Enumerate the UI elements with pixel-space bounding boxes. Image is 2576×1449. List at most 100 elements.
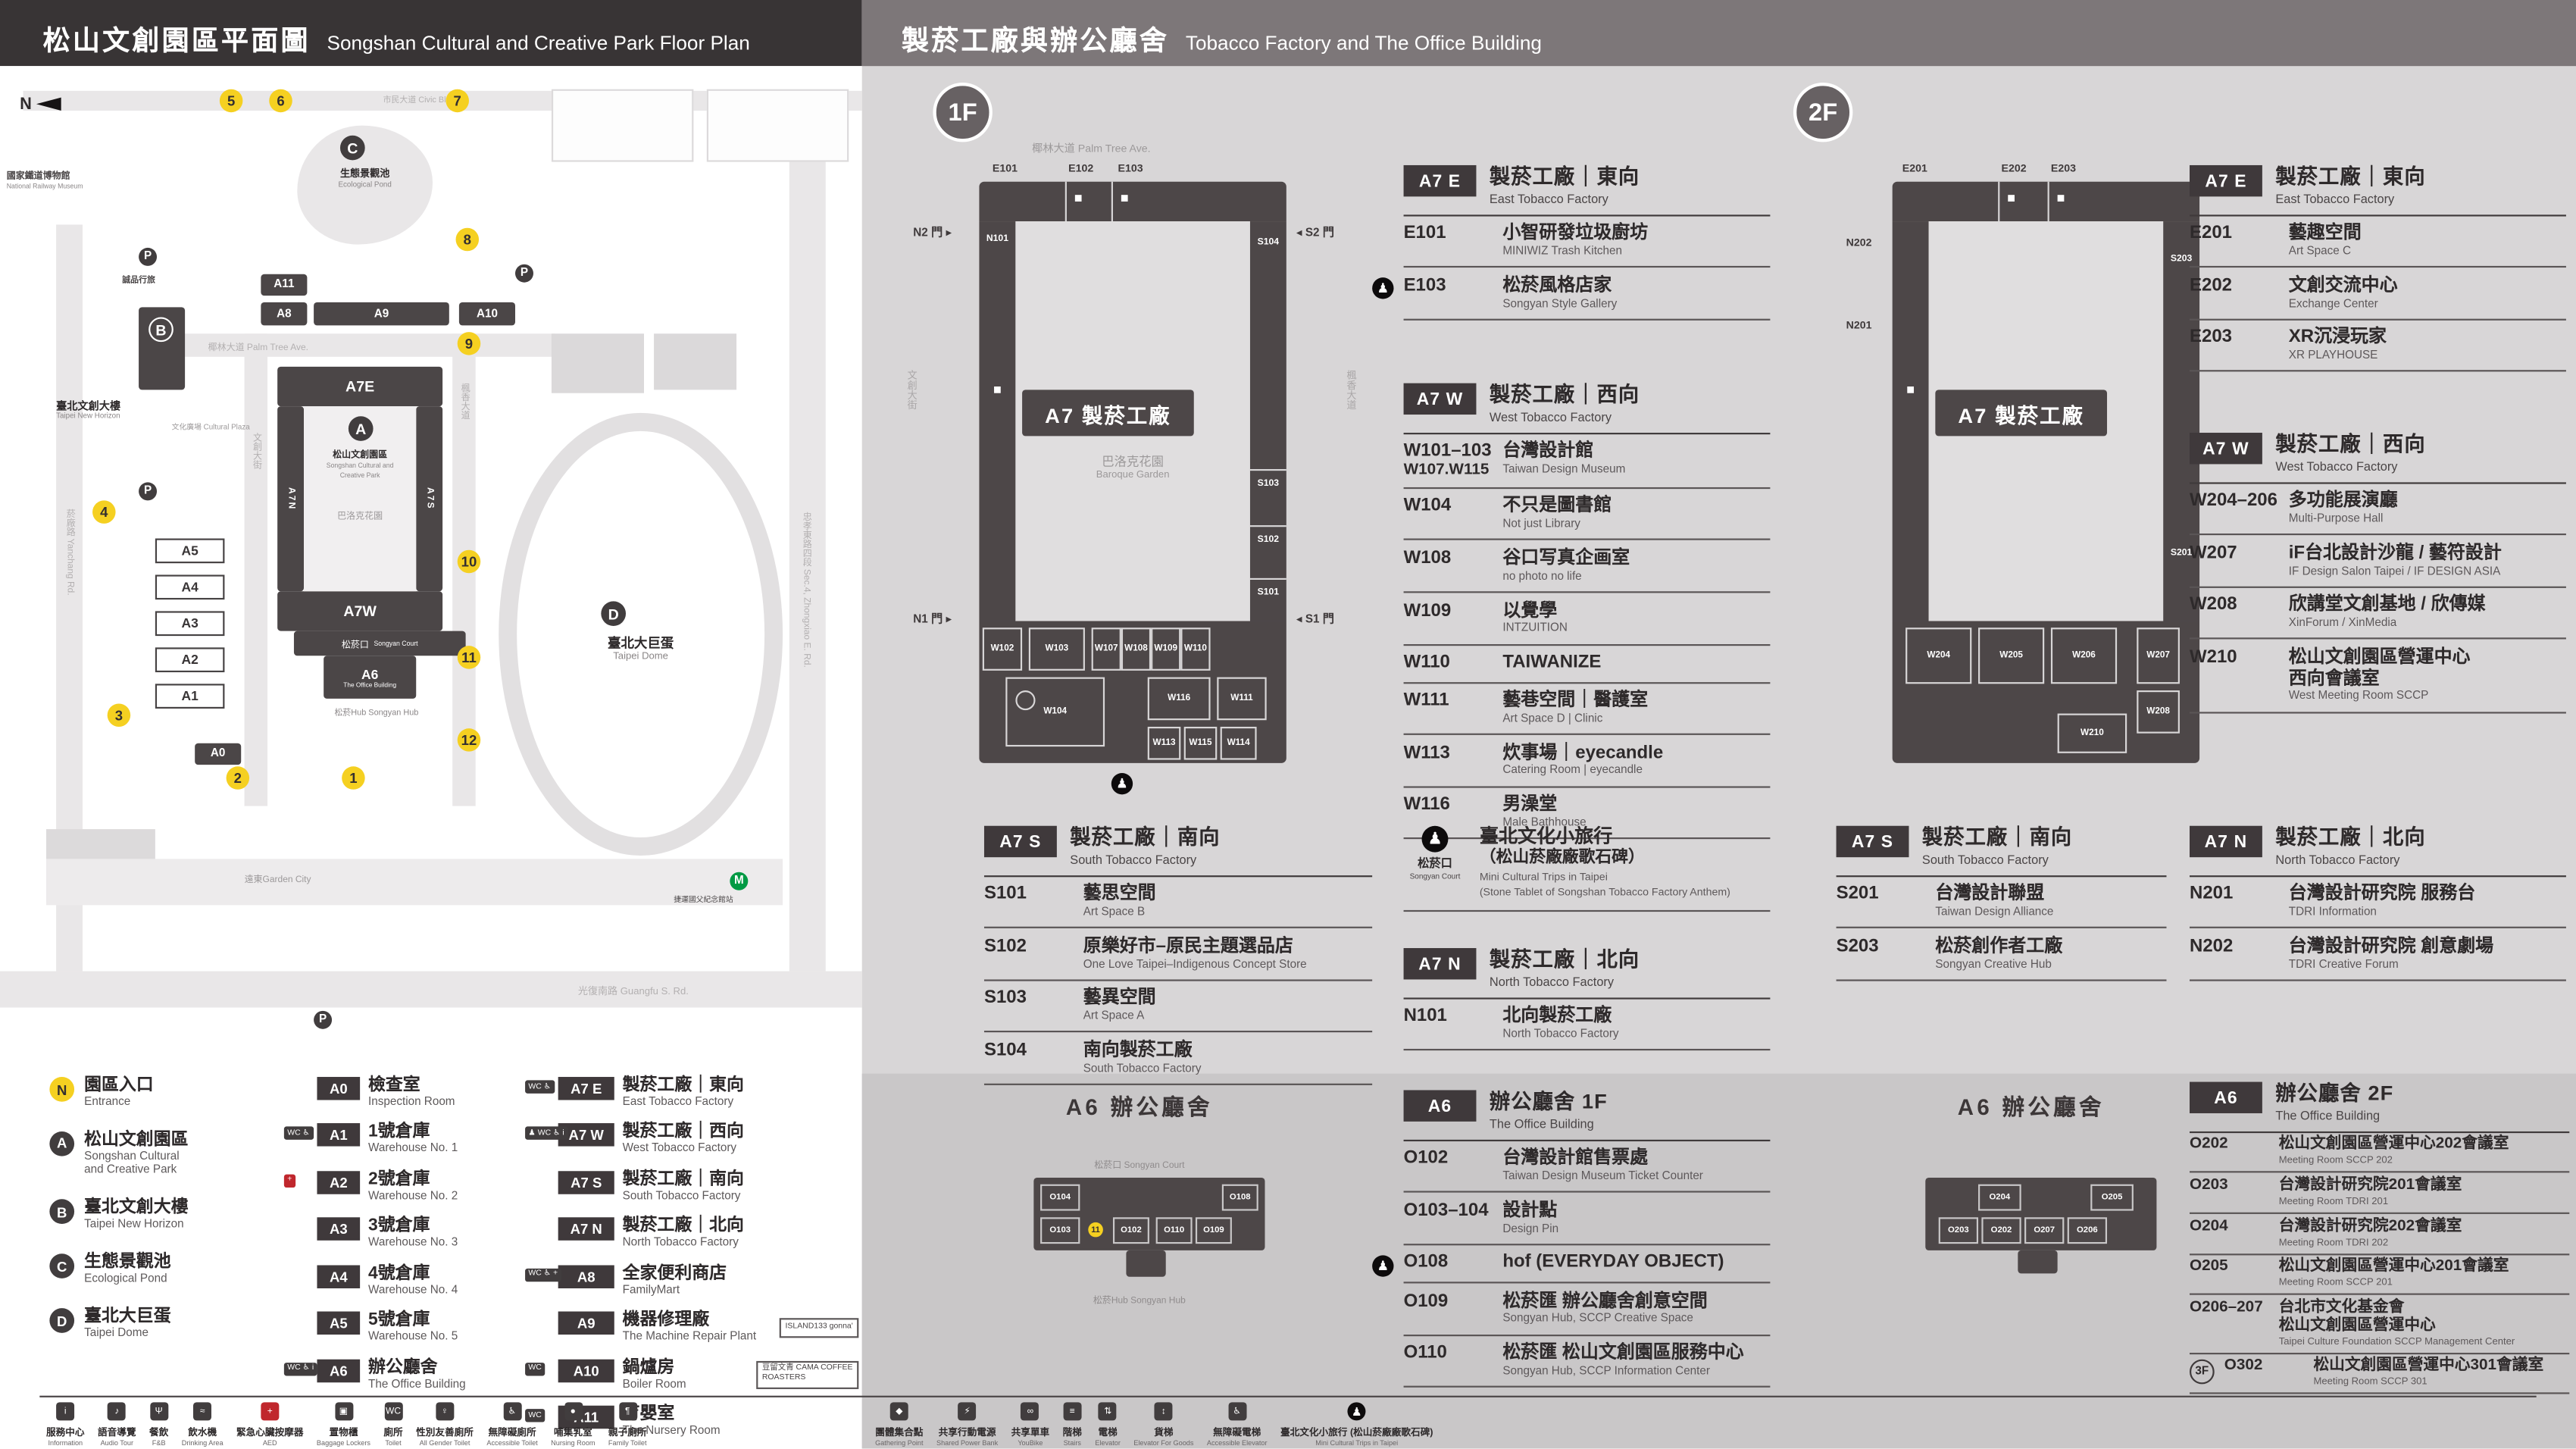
building-code-badge: A6 xyxy=(317,1359,361,1383)
room-o203: O203 xyxy=(1938,1217,1979,1244)
room-s203: S203 xyxy=(2170,254,2193,264)
legend-item: A5 5號倉庫 Warehouse No. 5 xyxy=(317,1310,551,1345)
road-label-maple-ave: 楓香大道 xyxy=(458,383,469,420)
room-o204: O204 xyxy=(1978,1184,2021,1211)
songyan-court-stop-icon: ♟ xyxy=(1111,772,1133,795)
floor-badge: 3F xyxy=(2189,1360,2215,1385)
room-code: E201 xyxy=(2189,224,2233,244)
a6-building-shape xyxy=(1925,1177,2157,1250)
dome-label-en: Taipei Dome xyxy=(613,652,668,662)
legend-en: Ecological Pond xyxy=(84,1273,167,1285)
room-e202: E202 xyxy=(2001,163,2027,176)
room-code: S103 xyxy=(983,988,1027,1009)
legend-a-buildings: A0 檢查室 Inspection Room WC ♿ A1 1號倉庫 Ware… xyxy=(283,1075,551,1405)
wing-east xyxy=(1892,181,2200,222)
legend-text: 臺北大巨蛋 Taipei Dome xyxy=(84,1307,170,1342)
footer-legend-item: + 緊急心臟按摩器 AED xyxy=(236,1402,303,1448)
legend-text: 製菸工廠｜北向 North Tobacco Factory xyxy=(623,1216,744,1251)
legend-en: Warehouse No. 4 xyxy=(368,1284,458,1296)
right-title-zh: 製菸工廠與辦公廳舍 xyxy=(901,26,1170,57)
room-code: W116 xyxy=(1403,794,1450,815)
facility-icons: ♟ WC ♿ i xyxy=(525,1127,567,1141)
entrance-8: 8 xyxy=(455,227,480,252)
building-a10: A10 xyxy=(458,302,515,326)
trip-stop-icon: ♟ xyxy=(1372,278,1394,300)
legend-en: Songshan Cultural xyxy=(84,1150,180,1163)
baroque-garden-label: 巴洛克花園 xyxy=(337,512,383,522)
room-w108: W108 xyxy=(1121,627,1152,671)
section-title-en: The Office Building xyxy=(1489,1116,1594,1131)
room-o202: O202 xyxy=(1981,1217,2021,1244)
room-w107: W107 xyxy=(1091,627,1121,671)
footer-item-zh: 哺集乳室 xyxy=(554,1428,592,1438)
right-header: 製菸工廠與辦公廳舍 Tobacco Factory and The Office… xyxy=(861,0,2576,67)
factory-panel: 製菸工廠與辦公廳舍 Tobacco Factory and The Office… xyxy=(861,0,2576,1449)
entrance-6: 6 xyxy=(269,89,292,113)
room-w102: W102 xyxy=(982,627,1023,671)
map-legend: N 園區入口 Entrance A 松山文創園區 Songshan Cultur… xyxy=(0,1066,862,1437)
songyan-court-en: Songyan Court xyxy=(374,639,418,648)
building-code-badge: A10 xyxy=(558,1359,614,1383)
wing-north xyxy=(1892,221,1929,621)
parking-icon: P xyxy=(139,482,158,501)
section-title-zh: 製菸工廠｜北向 xyxy=(1489,948,1640,972)
tenant-tag: ISLAND133 gonna' xyxy=(779,1318,859,1338)
building-a3: A3 xyxy=(155,611,225,637)
legend-en: The Machine Repair Plant xyxy=(622,1331,757,1343)
entrance-11: 11 xyxy=(457,646,481,669)
north-label: N xyxy=(20,95,32,114)
legend-item: WC ♿ A7 E 製菸工廠｜東向 East Tobacco Factory xyxy=(525,1075,859,1110)
building-code-badge: A4 xyxy=(317,1265,361,1288)
room-w115: W115 xyxy=(1183,726,1218,760)
gate-s1: ◂ S1 門 xyxy=(1296,614,1334,627)
room-o110: O110 xyxy=(1155,1217,1193,1244)
legend-en: Taipei New Horizon xyxy=(84,1219,184,1231)
tenant-tag: 豆留文青 CAMA COFFEE ROASTERS xyxy=(756,1360,859,1390)
section-title-en: West Tobacco Factory xyxy=(2275,458,2398,474)
facility-icons: WC xyxy=(525,1362,546,1376)
footer-item-en: Stairs xyxy=(1063,1438,1081,1447)
footer-item-zh: 階梯 xyxy=(1062,1428,1082,1438)
room-code: S104 xyxy=(983,1041,1027,1061)
room-e201: E201 xyxy=(1902,163,1927,176)
footer-legend-item: ♪ 語音導覽 Audio Tour xyxy=(98,1402,136,1448)
walking-person-icon: ♟ xyxy=(1421,825,1449,853)
legend-zh: 製菸工廠｜東向 xyxy=(622,1075,744,1095)
garden-city-label: 遠東Garden City xyxy=(244,875,311,886)
facility-icons: + xyxy=(283,1174,295,1188)
legend-zh: 製菸工廠｜北向 xyxy=(622,1216,744,1237)
legend-text: 5號倉庫 Warehouse No. 5 xyxy=(368,1310,458,1345)
legend-text: 育嬰室 The Nursery Room xyxy=(623,1404,721,1439)
footer-facility-legend: i 服務中心 Information ♪ 語音導覽 Audio Tour Ψ 餐… xyxy=(46,1402,647,1448)
room-o109: O109 xyxy=(1195,1217,1232,1244)
legend-text: 2號倉庫 Warehouse No. 2 xyxy=(368,1169,458,1204)
new-horizon-zh: 臺北文創大樓 xyxy=(56,401,121,413)
footer-legend-item: ⚡ 共享行動電源 Shared Power Bank xyxy=(936,1402,998,1448)
section-title-zh: 製菸工廠｜東向 xyxy=(1489,164,1640,189)
footer-item-en: All Gender Toilet xyxy=(419,1438,470,1447)
room-code: W104 xyxy=(1403,496,1452,516)
office-building-label: The Office Building xyxy=(343,681,397,688)
legend-item: A7 N 製菸工廠｜北向 North Tobacco Factory xyxy=(558,1216,859,1251)
